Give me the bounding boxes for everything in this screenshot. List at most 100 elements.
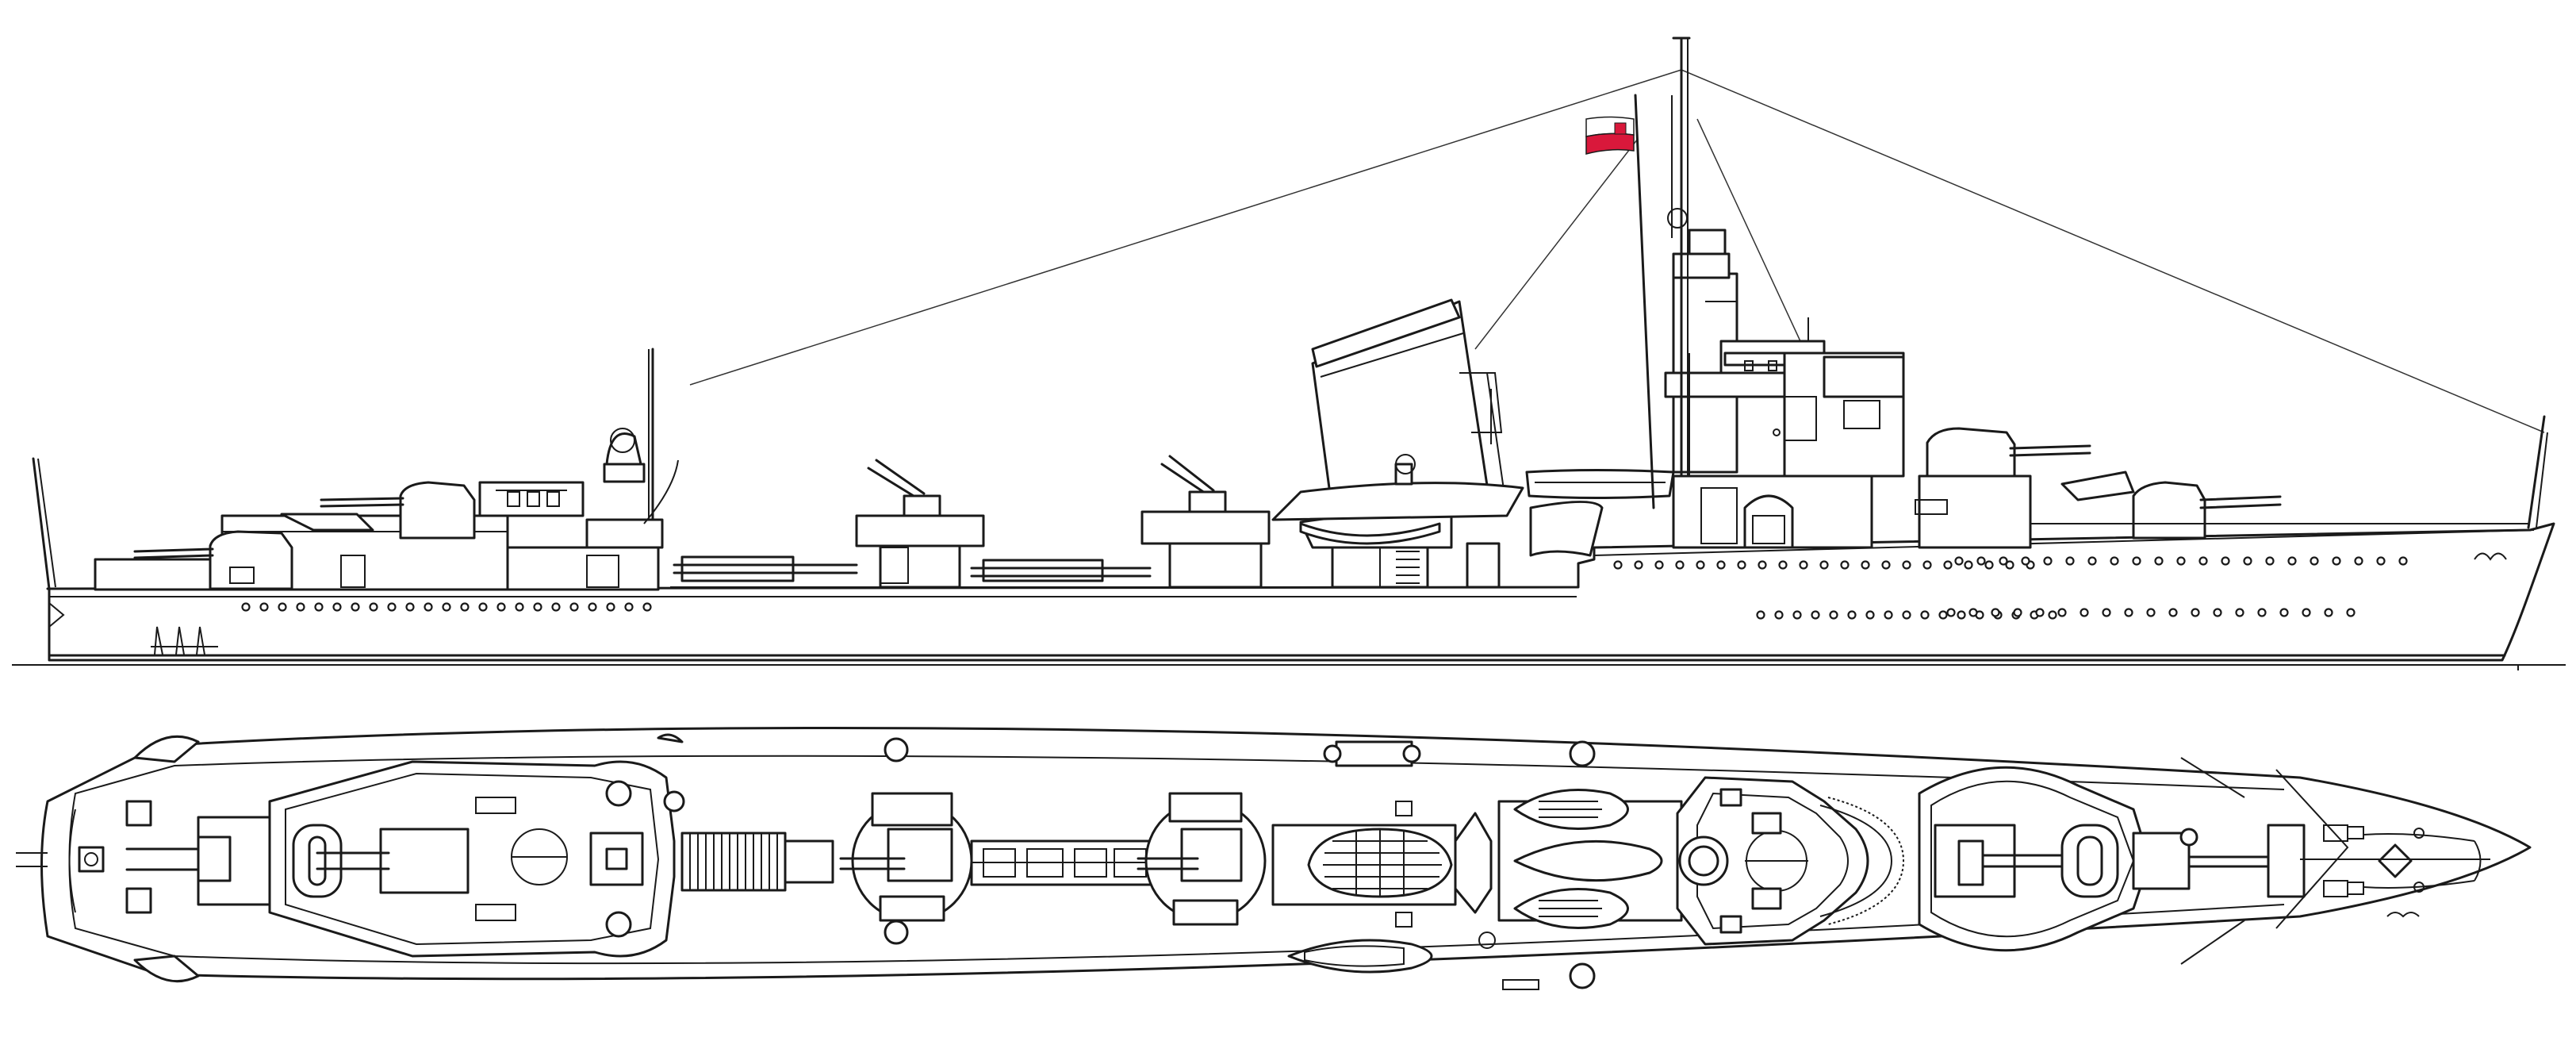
porthole [1920,610,1930,620]
hull-profile [46,522,2555,662]
porthole [1938,610,1948,620]
porthole [533,602,542,612]
porthole [2087,556,2097,566]
porthole [569,602,579,612]
stern-fittings [32,457,218,655]
aft-mast [603,348,679,524]
porthole [387,602,397,612]
porthole [624,602,634,612]
plan-fore-gun-a [2132,828,2302,890]
porthole [2035,608,2045,617]
midship-boats [1271,454,1675,589]
porthole [1884,610,1893,620]
plan-aa-platform-aft [839,737,973,945]
aft-gun-turret-x [280,481,476,540]
plan-aa-platform-fore [1137,792,1267,926]
porthole [1968,608,1978,617]
porthole [2005,560,2014,570]
porthole [2235,608,2244,617]
porthole [1792,610,1802,620]
porthole [2302,608,2311,617]
porthole [2048,610,2057,620]
porthole [588,602,597,612]
porthole [1984,560,1994,570]
porthole [1774,610,1784,620]
porthole [2243,556,2252,566]
aa-gun-platform-fore [1140,455,1271,589]
torpedo-tube-mounts [670,555,1578,588]
porthole [2110,556,2119,566]
plan-forecastle-fittings [2267,824,2490,918]
porthole [1778,560,1788,570]
fore-gun-turret-b [1918,427,2091,549]
aa-gun-platform-aft [855,459,985,589]
porthole [2376,556,2386,566]
porthole [1811,610,1820,620]
porthole [1976,556,1986,566]
porthole [1957,610,1966,620]
porthole [1819,560,1829,570]
porthole [1756,610,1765,620]
porthole [1654,560,1664,570]
porthole [1716,560,1726,570]
porthole [2354,556,2363,566]
porthole [2168,608,2178,617]
porthole [2102,608,2111,617]
porthole [296,602,305,612]
porthole [2043,556,2053,566]
porthole [424,602,433,612]
porthole [332,602,342,612]
porthole [1829,610,1838,620]
porthole [2132,556,2141,566]
porthole [1847,610,1857,620]
top-plan-view [16,727,2532,990]
rigging [689,69,2545,433]
porthole [515,602,524,612]
porthole [2080,608,2089,617]
porthole [1954,556,1964,566]
porthole [278,602,287,612]
porthole [2065,556,2075,566]
porthole [1902,610,1911,620]
porthole [642,602,652,612]
porthole [1902,560,1911,570]
stern-deck-fittings [16,800,152,914]
bow [2474,415,2548,670]
plan-fore-gun-b [1918,766,2151,952]
fore-gun-turret-a [1915,471,2530,540]
porthole [1865,610,1875,620]
porthole [1999,556,2008,566]
porthole [1758,560,1767,570]
porthole [2221,556,2230,566]
porthole [1922,560,1932,570]
porthole [2332,556,2341,566]
porthole [2324,608,2333,617]
porthole [1675,560,1685,570]
porthole [2257,608,2267,617]
porthole [2057,608,2067,617]
plan-aft-deckhouse [268,760,685,958]
plan-funnel-area [1271,740,1539,990]
plan-mid-tubes [970,839,1156,886]
plan-aft-gun-y [125,816,271,906]
porthole [1964,560,1973,570]
porthole [442,602,451,612]
porthole [1991,608,2000,617]
porthole [478,602,488,612]
porthole [2013,608,2022,617]
bridge-superstructure [1664,229,1905,549]
porthole [1840,560,1850,570]
porthole [2124,608,2133,617]
porthole [460,602,470,612]
plan-torpedo-tubes [680,832,834,892]
side-profile-view [12,36,2566,670]
porthole [2154,556,2164,566]
porthole [1737,560,1746,570]
portholes [241,556,2408,620]
porthole [2213,608,2222,617]
porthole [1613,560,1623,570]
porthole [2398,556,2408,566]
porthole [259,602,269,612]
fore-mast [1634,36,1691,509]
